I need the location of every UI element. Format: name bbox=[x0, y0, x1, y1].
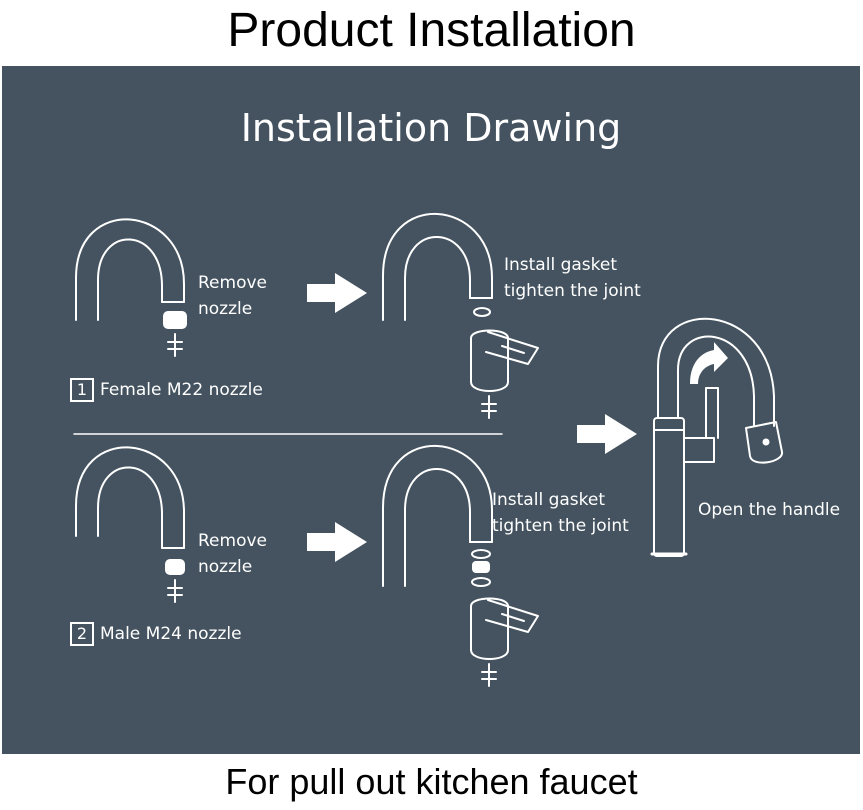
faucet-drawing bbox=[650, 317, 783, 557]
step1-install-line1: Install gasket bbox=[504, 255, 618, 275]
step2-aerator-icon bbox=[470, 597, 539, 687]
step2-label: 2 Male M24 nozzle bbox=[70, 622, 242, 646]
step2-number: 2 bbox=[70, 622, 94, 646]
step1-gasket-icon bbox=[473, 307, 491, 317]
step1-nozzle-type: Female M22 nozzle bbox=[100, 380, 263, 400]
open-handle-label: Open the handle bbox=[698, 500, 841, 520]
installation-panel: Installation Drawing Remove nozzle Insta… bbox=[2, 66, 860, 754]
step2-install-spout-drawing bbox=[382, 444, 493, 587]
final-arrow-icon bbox=[577, 414, 637, 454]
step1-remove-line2: nozzle bbox=[198, 299, 253, 319]
step2-install-line1: Install gasket bbox=[492, 490, 606, 510]
page-title: Product Installation bbox=[227, 4, 636, 57]
step1-remove-line1: Remove bbox=[198, 273, 267, 293]
step1-label: 1 Female M22 nozzle bbox=[70, 378, 263, 402]
step2-remove-line1: Remove bbox=[198, 531, 267, 551]
step2-remove-line2: nozzle bbox=[198, 557, 253, 577]
step1-spout-drawing bbox=[75, 218, 185, 321]
step1-install-spout-drawing bbox=[382, 212, 493, 321]
step2-nozzle-type: Male M24 nozzle bbox=[100, 624, 242, 644]
step1-aerator-icon bbox=[470, 329, 539, 419]
installation-illustration bbox=[73, 212, 783, 687]
footer-caption: For pull out kitchen faucet bbox=[225, 761, 638, 802]
step2-gasket-stack-icon bbox=[471, 549, 491, 587]
step1-install-line2: tighten the joint bbox=[504, 281, 641, 301]
step1-arrow-icon bbox=[307, 273, 367, 313]
step1-nozzle-icon bbox=[163, 311, 187, 357]
step2-spout-drawing bbox=[75, 446, 185, 549]
drawing-title: Installation Drawing bbox=[240, 106, 622, 150]
step2-install-line2: tighten the joint bbox=[492, 516, 629, 536]
step2-arrow-icon bbox=[307, 522, 367, 562]
step1-number: 1 bbox=[70, 378, 94, 402]
step2-nozzle-icon bbox=[165, 559, 185, 603]
